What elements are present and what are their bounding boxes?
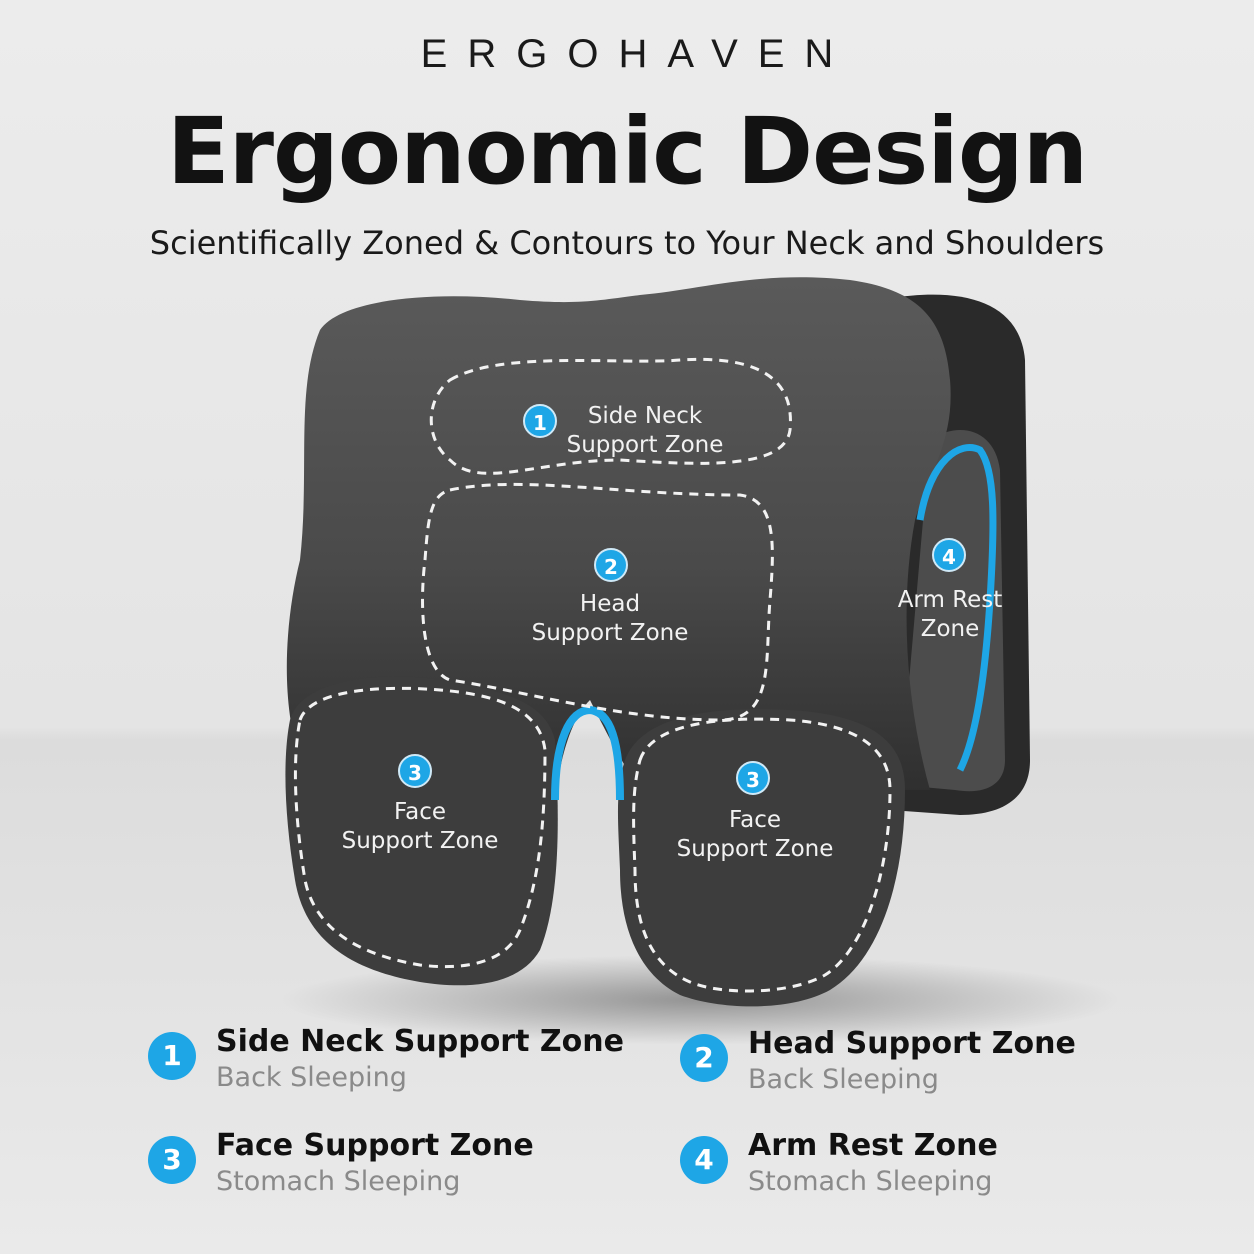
zone-3a-line2: Support Zone: [341, 828, 499, 854]
zone-3b-badge: 3: [736, 761, 770, 795]
legend-2-subtitle: Back Sleeping: [748, 1064, 939, 1095]
zone-2-outline: [421, 482, 774, 722]
legend-4-subtitle: Stomach Sleeping: [748, 1166, 993, 1197]
brand-logo: ERGOHAVEN: [420, 32, 854, 76]
zone-4-label: Arm Rest Zone: [885, 586, 1015, 644]
pillow-body: [286, 277, 951, 800]
zone-1-line2: Support Zone: [566, 432, 724, 458]
legend-3-title: Face Support Zone: [216, 1128, 534, 1163]
zone-2-line1: Head: [579, 591, 641, 617]
legend-2-title: Head Support Zone: [748, 1026, 1076, 1061]
arm-blue-contour: [916, 444, 997, 772]
zone-3b-label: Face Support Zone: [665, 806, 845, 864]
zone-1-label: Side Neck Support Zone: [560, 402, 730, 460]
zone-4-line1: Arm Rest: [897, 587, 1003, 613]
legend-4-title: Arm Rest Zone: [748, 1128, 998, 1163]
center-blue-contour: [551, 705, 624, 801]
zone-4-badge: 4: [932, 538, 966, 572]
legend-1-title: Side Neck Support Zone: [216, 1024, 624, 1059]
zone-1-outline: [429, 357, 792, 475]
zone-1-line1: Side Neck: [587, 403, 703, 429]
pillow-right-lobe: [617, 709, 905, 1007]
zone-3a-badge: 3: [398, 754, 432, 788]
zone-3a-label: Face Support Zone: [330, 798, 510, 856]
pillow-left-lobe: [285, 676, 558, 986]
legend-1-subtitle: Back Sleeping: [216, 1062, 407, 1093]
legend-3-badge: 3: [148, 1136, 196, 1184]
legend-3-subtitle: Stomach Sleeping: [216, 1166, 461, 1197]
zone-2-label: Head Support Zone: [520, 590, 700, 648]
zone-1-badge: 1: [523, 404, 557, 438]
page-title: Ergonomic Design: [166, 98, 1088, 205]
legend-4-badge: 4: [680, 1136, 728, 1184]
legend-1-badge: 1: [148, 1032, 196, 1080]
zone-2-line2: Support Zone: [531, 620, 689, 646]
zone-2-badge: 2: [594, 548, 628, 582]
zone-3b-line2: Support Zone: [676, 836, 834, 862]
legend-2-badge: 2: [680, 1034, 728, 1082]
page-subtitle: Scientifically Zoned & Contours to Your …: [149, 224, 1105, 262]
zone-3a-line1: Face: [393, 799, 446, 825]
zone-3a-outline: [293, 686, 547, 969]
zone-3b-outline: [632, 717, 892, 993]
zone-3b-line1: Face: [728, 807, 781, 833]
zone-4-line2: Zone: [920, 616, 980, 642]
